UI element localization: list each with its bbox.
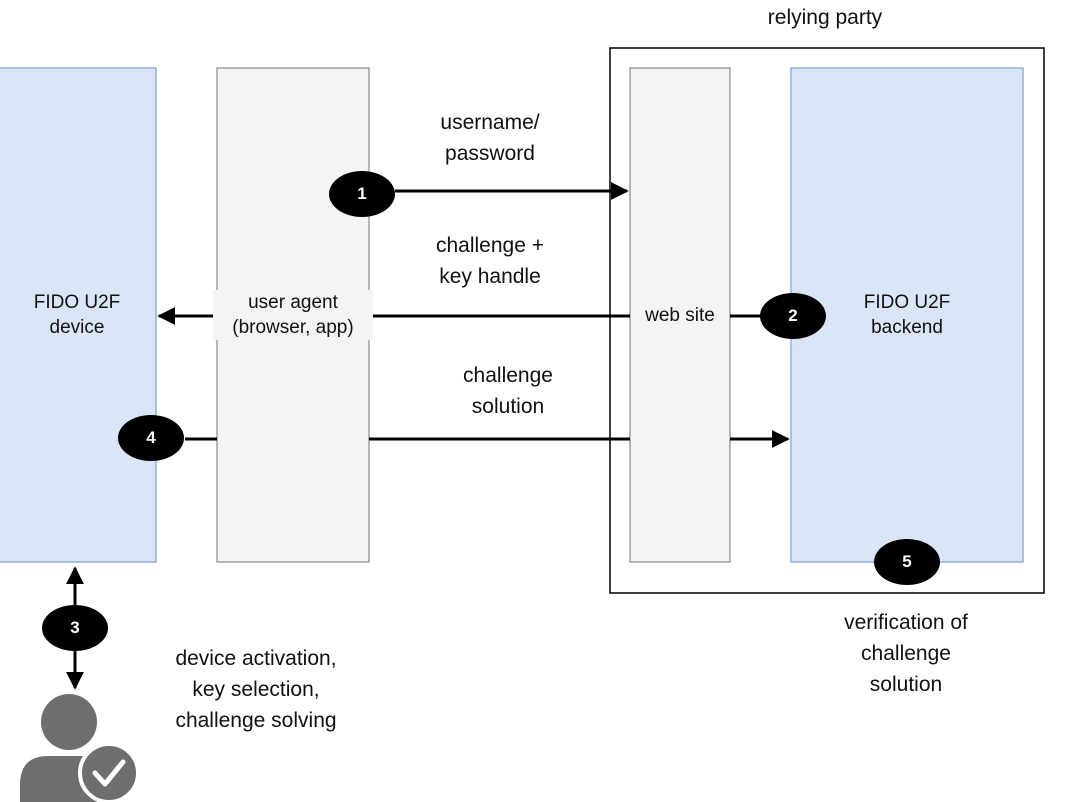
relying-party-label: relying party (767, 6, 883, 29)
fido-backend-label: FIDO U2F backend (863, 292, 951, 338)
step4-badge: 4 (118, 415, 184, 461)
relying-party-container (609, 47, 1045, 594)
user-agent-label: user agent (browser, app) (213, 290, 373, 340)
step5-badge: 5 (874, 539, 940, 585)
step5-label: verification of challenge solution (844, 611, 968, 696)
fido-backend-box (790, 67, 1024, 563)
step3-label: device activation, key selection, challe… (175, 647, 337, 732)
step1-badge: 1 (329, 171, 395, 217)
web-site-label: web site (645, 305, 715, 326)
user-check-icon (20, 694, 140, 802)
fido-device-box (0, 67, 157, 563)
step4-label: challenge solution (463, 364, 553, 418)
step1-label: username/ password (440, 111, 540, 165)
step2-label: challenge + key handle (435, 234, 544, 288)
step3-badge: 3 (42, 605, 108, 651)
fido-device-label: FIDO U2F device (33, 292, 121, 338)
web-site-box (629, 67, 731, 563)
step2-badge: 2 (760, 293, 826, 339)
